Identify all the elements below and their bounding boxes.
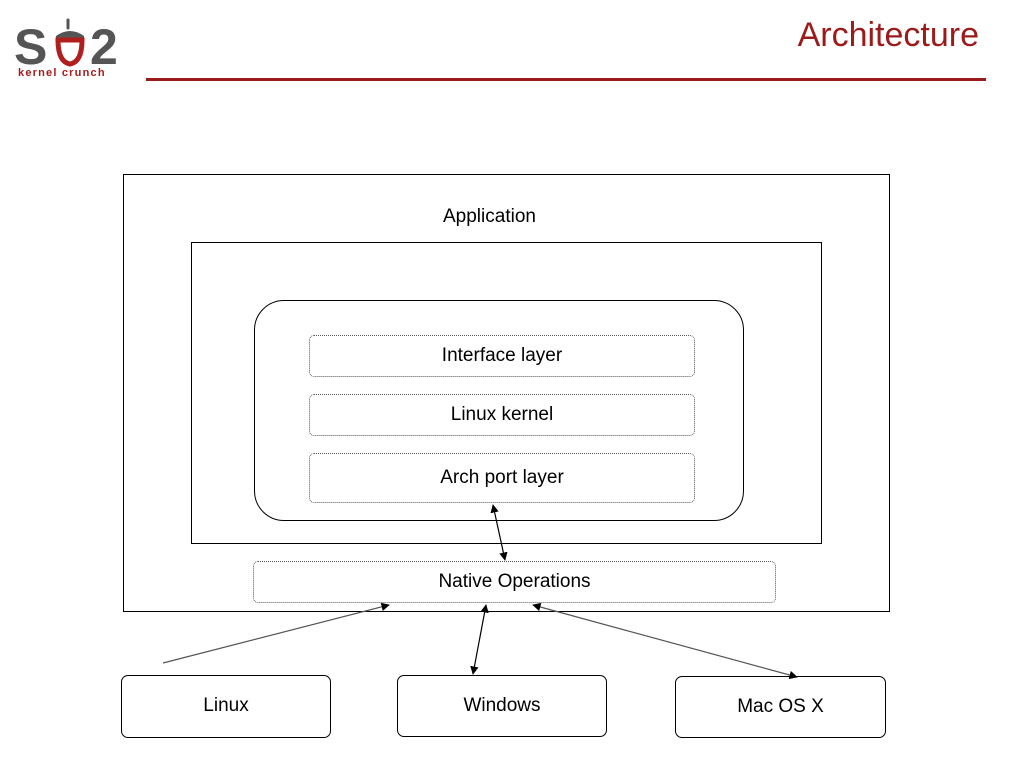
- so2-logo: S 2: [14, 18, 118, 75]
- arch-port-layer-label: Arch port layer: [440, 467, 564, 488]
- interface-layer-box: Interface layer: [309, 335, 695, 377]
- host-windows-box: Windows: [397, 675, 607, 737]
- host-linux-box: Linux: [121, 675, 331, 738]
- host-macosx-box: Mac OS X: [675, 676, 886, 738]
- linux-kernel-label: Linux kernel: [450, 404, 554, 425]
- application-label: Application: [443, 206, 536, 227]
- svg-text:2: 2: [90, 19, 118, 75]
- linux-kernel-box: Linux kernel: [309, 394, 695, 436]
- page-title: Architecture: [797, 16, 979, 54]
- arch-port-layer-box: Arch port layer: [309, 453, 695, 503]
- host-macosx-label: Mac OS X: [737, 696, 824, 717]
- interface-layer-label: Interface layer: [441, 345, 563, 366]
- native-operations-box: Native Operations: [253, 561, 776, 603]
- svg-text:S: S: [14, 19, 47, 75]
- logo-subtitle: kernel crunch: [18, 67, 106, 79]
- arrow-linux-native: [162, 602, 390, 664]
- header-rule: [146, 78, 986, 81]
- native-operations-label: Native Operations: [438, 571, 591, 592]
- arrow-mac-native: [532, 602, 798, 680]
- host-linux-label: Linux: [203, 695, 249, 716]
- arrow-windows-native: [470, 604, 489, 675]
- host-windows-label: Windows: [463, 695, 541, 716]
